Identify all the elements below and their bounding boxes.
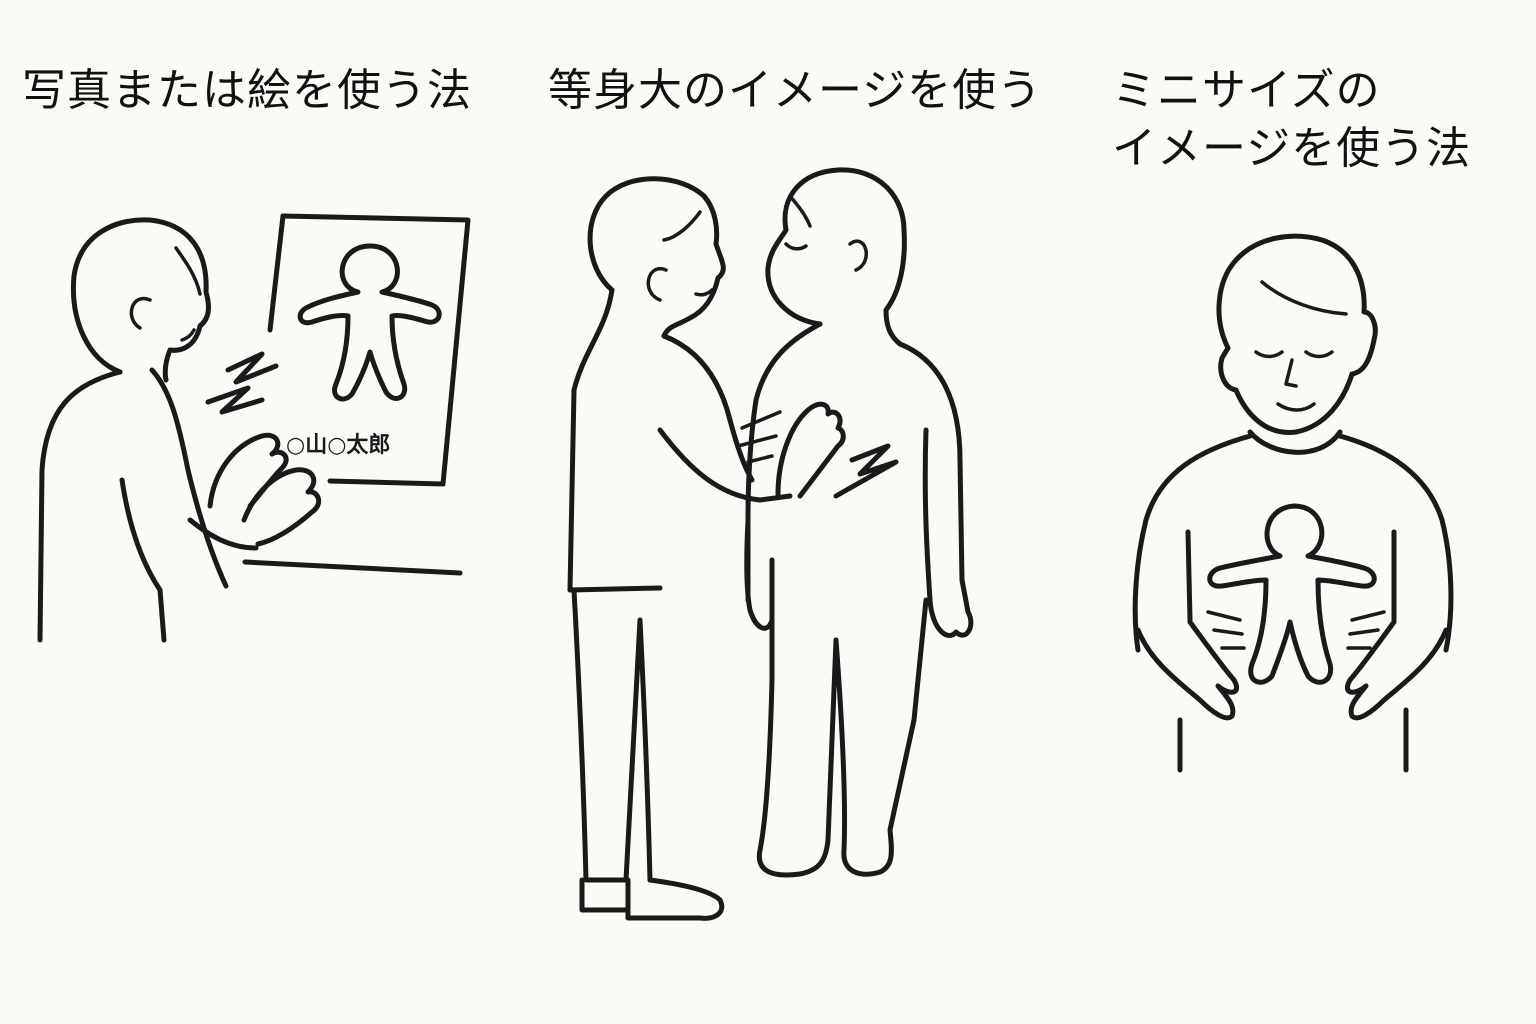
practitioner-legs: [571, 587, 725, 921]
meditator-left-hand: [1135, 619, 1240, 721]
meditator-smile: [1276, 402, 1316, 412]
patient-closed-eye: [784, 242, 808, 251]
sleeve-photo-method: [187, 517, 259, 551]
energy-zigzag-icon: [225, 351, 279, 385]
patient-left-arm: [744, 517, 775, 631]
table-edge: [242, 559, 463, 576]
practitioner-smile: [694, 288, 714, 297]
practitioner-hand: [775, 401, 846, 499]
emission-lines-right: [1346, 610, 1386, 650]
person-back-line-photo-method: [119, 477, 167, 643]
panel-mini-size-method-illustration: [1132, 233, 1454, 773]
person-hair-photo-method: [174, 246, 202, 296]
panel-title-life-size-method: 等身大のイメージを使う: [548, 65, 1043, 116]
meditator-closed-eye-left: [1254, 350, 1284, 359]
panel-title-mini-size-line-2: イメージを使う法: [1112, 123, 1472, 174]
meditator-head: [1216, 233, 1378, 435]
meditator-closed-eye-right: [1304, 350, 1334, 359]
person-arm-photo-method: [149, 367, 229, 589]
practitioner-back: [661, 333, 755, 483]
panel-title-mini-size-method: ミニサイズの イメージを使う法: [1112, 62, 1471, 178]
practitioner-head: [587, 176, 726, 339]
hand-right-photo-method: [241, 467, 322, 547]
hand-emission-lines: [736, 410, 782, 464]
meditator-shoulders: [1132, 433, 1454, 653]
patient-legs: [756, 597, 929, 878]
patient-torso: [745, 321, 823, 603]
practitioner-ear: [646, 266, 668, 302]
person-ear-photo-method: [129, 296, 152, 330]
meditator-collar: [1247, 429, 1343, 455]
photo-frame-left-edge: [267, 213, 286, 333]
panel-photo-method-illustration: ○山○太郎: [37, 213, 471, 643]
mini-figure-icon: [1207, 503, 1377, 685]
patient-hair-line: [788, 194, 812, 228]
practitioner-hair-line: [662, 210, 702, 242]
photo-figure-icon: [297, 243, 442, 402]
meditator-inner-arm-lines: [1185, 529, 1397, 623]
meditator-body-sides: [1177, 707, 1409, 773]
panel-title-mini-size-line-1: ミニサイズの: [1112, 65, 1381, 116]
energy-zigzag-on-patient-icon: [833, 443, 899, 499]
practitioner-shoe: [579, 877, 631, 913]
practitioner-torso: [567, 287, 615, 593]
patient-ear: [848, 239, 868, 272]
hand-left-photo-method: [207, 432, 289, 509]
patient-head: [765, 167, 907, 347]
person-body-photo-method: [37, 369, 123, 643]
practitioner-arm: [657, 427, 793, 503]
emission-lines-left: [1206, 610, 1246, 650]
meditator-hair-line: [1260, 280, 1348, 316]
meditator-right-hand: [1344, 619, 1449, 721]
practitioner-waist: [567, 585, 663, 593]
photo-name-label: ○山○太郎: [286, 432, 390, 458]
patient-right-arm: [922, 427, 974, 638]
panel-title-photo-method: 写真または絵を使う法: [22, 65, 472, 116]
photo-frame: [280, 213, 471, 487]
person-head-photo-method: [70, 217, 211, 383]
patient-shoulder: [897, 341, 965, 583]
meditator-nose: [1284, 358, 1298, 388]
panel-life-size-method-illustration: [567, 167, 974, 921]
energy-zigzag-icon-lower: [205, 385, 265, 415]
person-smile-photo-method: [180, 328, 196, 342]
